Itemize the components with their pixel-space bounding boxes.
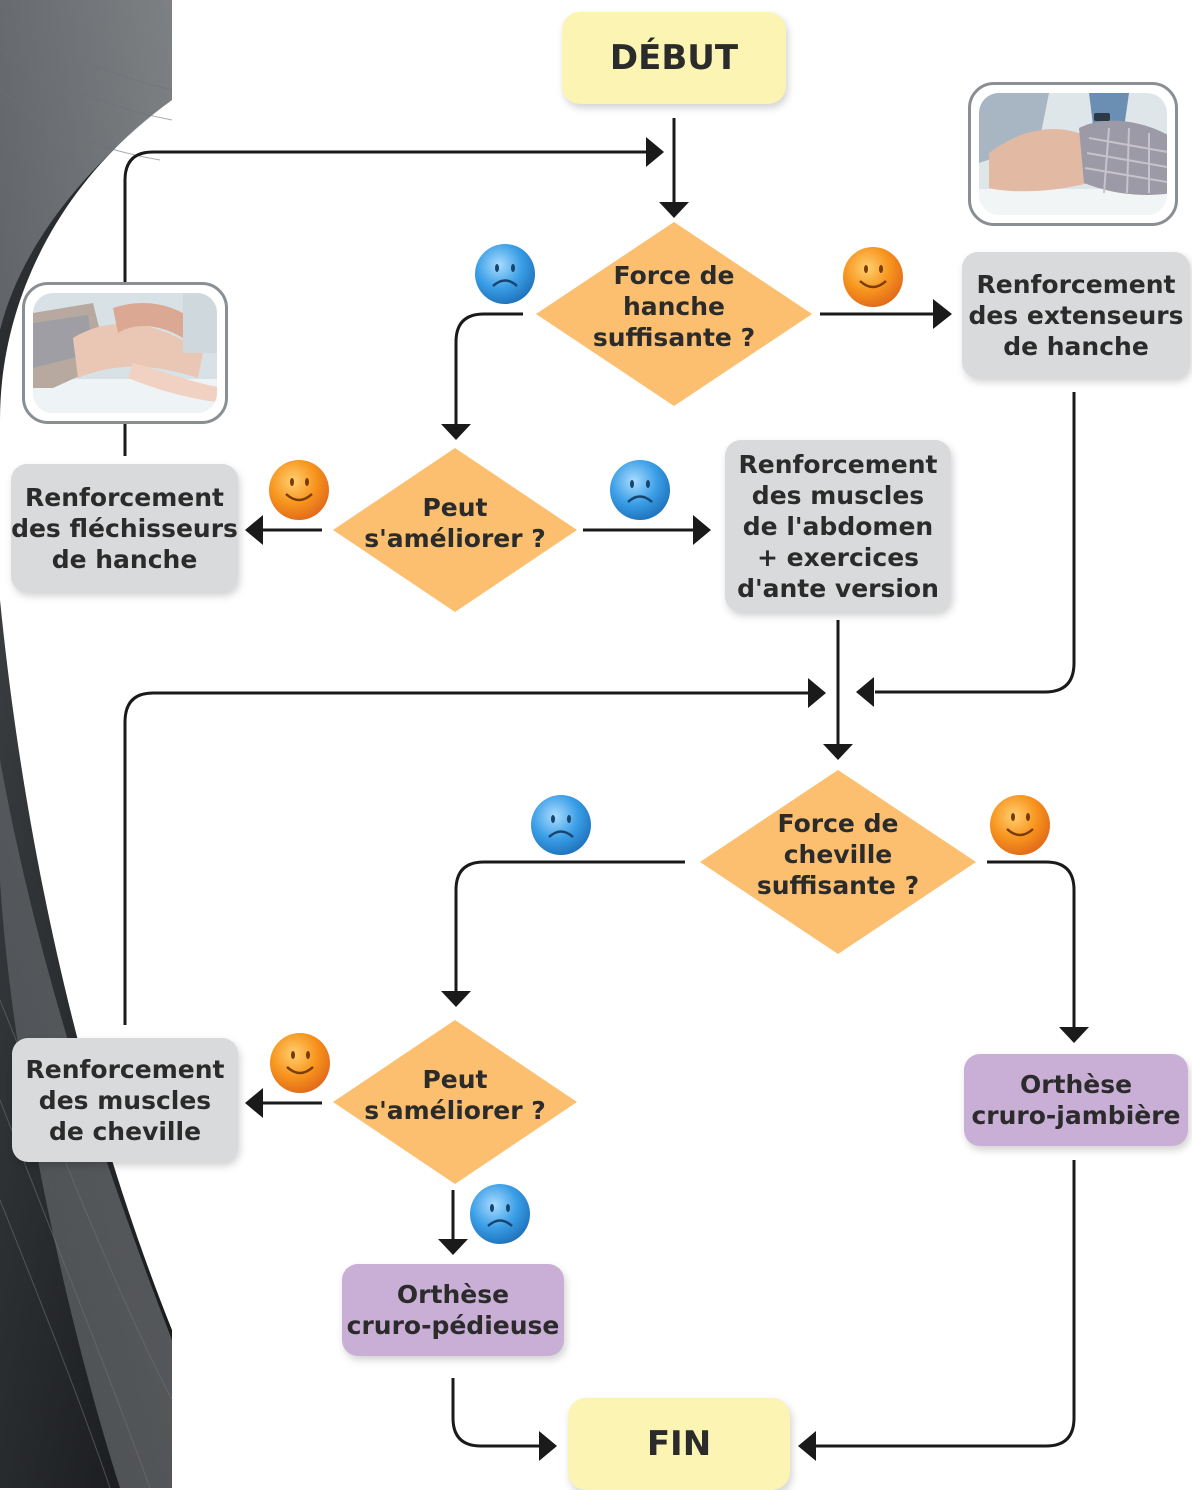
start-terminal: DÉBUT [562,12,786,104]
decision-diamond-ankle-strength [700,770,976,954]
arrowhead [539,1431,557,1461]
connector-lines [123,118,1076,1448]
decision-hip-improve: Peut s'améliorer ? [364,493,546,553]
connector-pedieuse-end [451,1378,540,1448]
decision-ankle-improve: Peut s'améliorer ? [364,1065,546,1125]
arrowhead [441,424,471,440]
arrowhead [245,515,263,545]
connector-ankle-no [454,860,685,992]
connector-loop-top [123,150,650,295]
arrowhead [646,137,664,167]
process-abdominal: Renforcement des muscles de l'abdomen + … [725,440,951,612]
exercise-illustration [33,293,217,413]
exercise-illustration [979,93,1167,215]
connector-extensors-down [875,392,1076,694]
happy-face-icon [990,795,1050,855]
process-ankle-muscles: Renforcement des muscles de cheville [12,1038,238,1162]
happy-face-icon [269,460,329,520]
background-swoosh [0,0,173,1488]
arrowhead [441,991,471,1007]
photo-hip-flexors-exercise [22,282,228,424]
connector-ankle-yes [987,860,1076,1028]
sad-face-icon [531,795,591,855]
connector-hip-no [454,312,523,425]
sad-face-icon [470,1184,530,1244]
arrowhead [245,1088,263,1118]
process-hip-flexors: Renforcement des fléchisseurs de hanche [11,464,238,592]
decision-diamond-hip-strength [536,222,812,406]
process-hip-extensors: Renforcement des extenseurs de hanche [962,252,1190,378]
connector-jambiere-end [815,1160,1076,1448]
orthosis-cruro-pedieuse: Orthèse cruro-pédieuse [342,1264,564,1356]
decision-diamond-hip-improve [333,448,577,612]
decision-hip-strength: Force de hanche suffisante ? [592,260,756,352]
decision-shapes [333,222,976,1184]
decision-ankle-strength: Force de cheville suffisante ? [756,808,920,900]
sad-face-icon [610,460,670,520]
photo-hip-extensors-exercise [968,82,1178,226]
end-terminal: FIN [568,1398,790,1490]
arrowhead [808,678,826,708]
happy-face-icon [843,247,903,307]
connector-loop-middle [123,691,810,1025]
arrowhead [693,515,711,545]
happy-face-icon [270,1033,330,1093]
arrowhead [856,677,874,707]
arrowhead [1059,1027,1089,1043]
arrowhead [438,1239,468,1255]
orthosis-cruro-jambiere: Orthèse cruro-jambière [964,1054,1188,1146]
arrowhead [798,1431,816,1461]
arrowhead [933,299,952,329]
decision-diamond-ankle-improve [333,1020,577,1184]
arrowhead [659,202,689,218]
arrowhead [823,744,853,760]
arrowheads [245,137,1089,1461]
sad-face-icon [475,244,535,304]
